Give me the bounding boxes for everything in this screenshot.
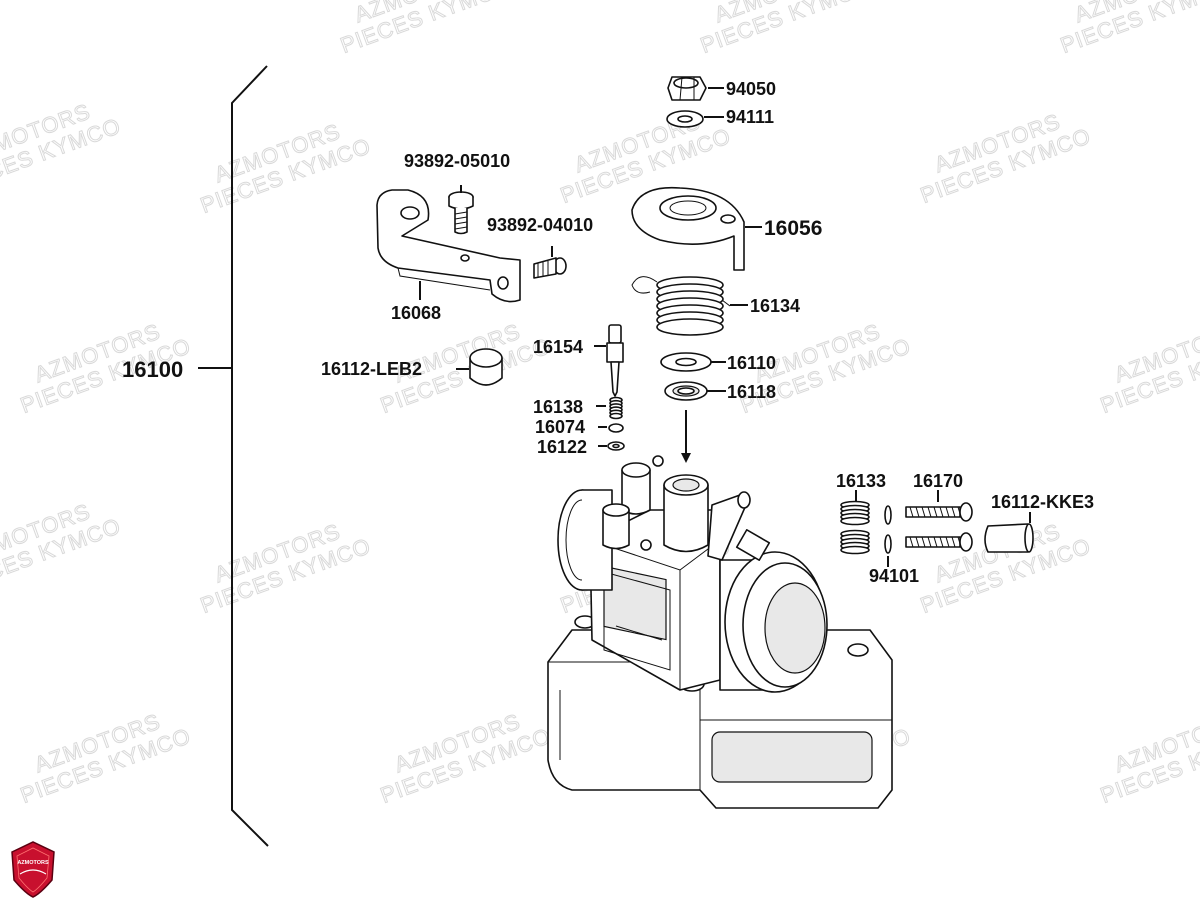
- part-16112-LEB2-cap: 16112-LEB2: [321, 348, 503, 386]
- part-label-16138: 16138: [533, 397, 583, 417]
- part-label-16110: 16110: [727, 353, 776, 373]
- carburetor-body: [547, 455, 893, 809]
- part-label-94101: 94101: [869, 566, 919, 586]
- azmotors-logo: AZMOTORS: [11, 841, 55, 898]
- part-label-16118: 16118: [727, 382, 776, 402]
- part-label-94111: 94111: [726, 107, 774, 127]
- part-94111-washer: 94111: [666, 107, 774, 128]
- part-label-16134: 16134: [750, 296, 800, 316]
- part-16056-cover-plate: 16056: [631, 186, 822, 271]
- part-16122-washer: 16122: [537, 437, 625, 457]
- part-label-16068: 16068: [391, 303, 441, 323]
- part-label-16112-KKE3: 16112-KKE3: [991, 492, 1094, 512]
- screw-upper: [905, 502, 973, 522]
- part-16133-springs: [840, 500, 870, 555]
- part-16138-spring: [609, 396, 623, 420]
- screw-lower: [905, 532, 973, 552]
- part-label-93892-04010: 93892-04010: [487, 215, 593, 235]
- part-16074-clip: 16074: [535, 417, 624, 437]
- assembly-label: 16100: [122, 357, 183, 382]
- part-16134-spring: [631, 276, 731, 336]
- part-label-94050: 94050: [726, 79, 776, 99]
- part-93892-04010-screw: 93892-04010: [487, 215, 593, 279]
- part-94050-nut: 94050: [667, 76, 776, 101]
- part-label-16170: 16170: [913, 471, 963, 491]
- part-16068-bracket: 16068: [376, 189, 521, 323]
- part-label-16112-LEB2: 16112-LEB2: [321, 359, 422, 379]
- part-label-16154: 16154: [533, 337, 583, 357]
- spring-lower: [840, 529, 870, 555]
- part-label-16122: 16122: [537, 437, 587, 457]
- part-16154-needle: 16154: [533, 324, 624, 397]
- part-label-16056: 16056: [764, 217, 822, 240]
- part-94101-washers: 94101: [869, 505, 919, 586]
- part-93892-05010-screw: 93892-05010: [404, 151, 510, 235]
- part-16170-screws: [905, 502, 973, 552]
- part-16118-seal: 16118: [664, 381, 776, 463]
- assembly-bracket: 16100: [122, 65, 269, 847]
- logo-text: AZMOTORS: [17, 860, 49, 866]
- part-label-93892-05010: 93892-05010: [404, 151, 510, 171]
- spring-upper: [840, 500, 870, 526]
- spring-coils: [609, 396, 623, 420]
- part-label-16133: 16133: [836, 471, 886, 491]
- part-16110-washer: 16110: [660, 352, 776, 373]
- part-16112-KKE3-cap: 16112-KKE3: [984, 492, 1094, 553]
- spring-coils: [656, 276, 724, 336]
- part-label-16074: 16074: [535, 417, 585, 437]
